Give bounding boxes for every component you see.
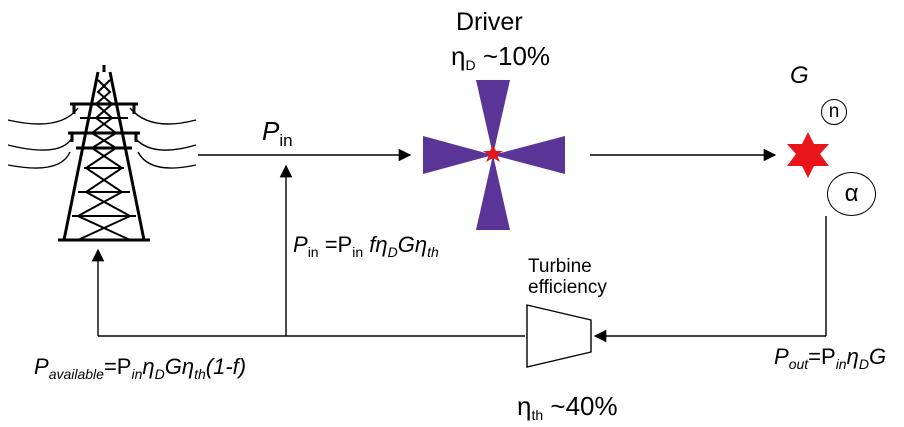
pout-equation: Pout=PinηDG	[774, 344, 887, 372]
turbine-icon	[526, 304, 592, 368]
gain-label: G	[790, 62, 809, 89]
n-circle: n	[821, 99, 847, 125]
driver-star-icon	[483, 145, 503, 162]
driver-icon	[423, 80, 565, 230]
driver-efficiency: ηD ~10%	[451, 41, 551, 73]
pin-equation: Pin =Pin fηDGηth	[293, 232, 439, 260]
turbine-label: Turbine efficiency	[528, 256, 607, 298]
turbine-efficiency: ηth ~40%	[517, 391, 618, 423]
flow-lines	[91, 148, 827, 343]
pin-label: Pin	[262, 116, 293, 150]
gain-star-icon	[787, 132, 829, 178]
driver-title: Driver	[456, 8, 523, 36]
power-tower-icon	[7, 65, 197, 242]
pavailable-equation: Pavailable=PinηDGηth(1-f)	[34, 354, 247, 382]
alpha-circle: α	[827, 172, 876, 216]
